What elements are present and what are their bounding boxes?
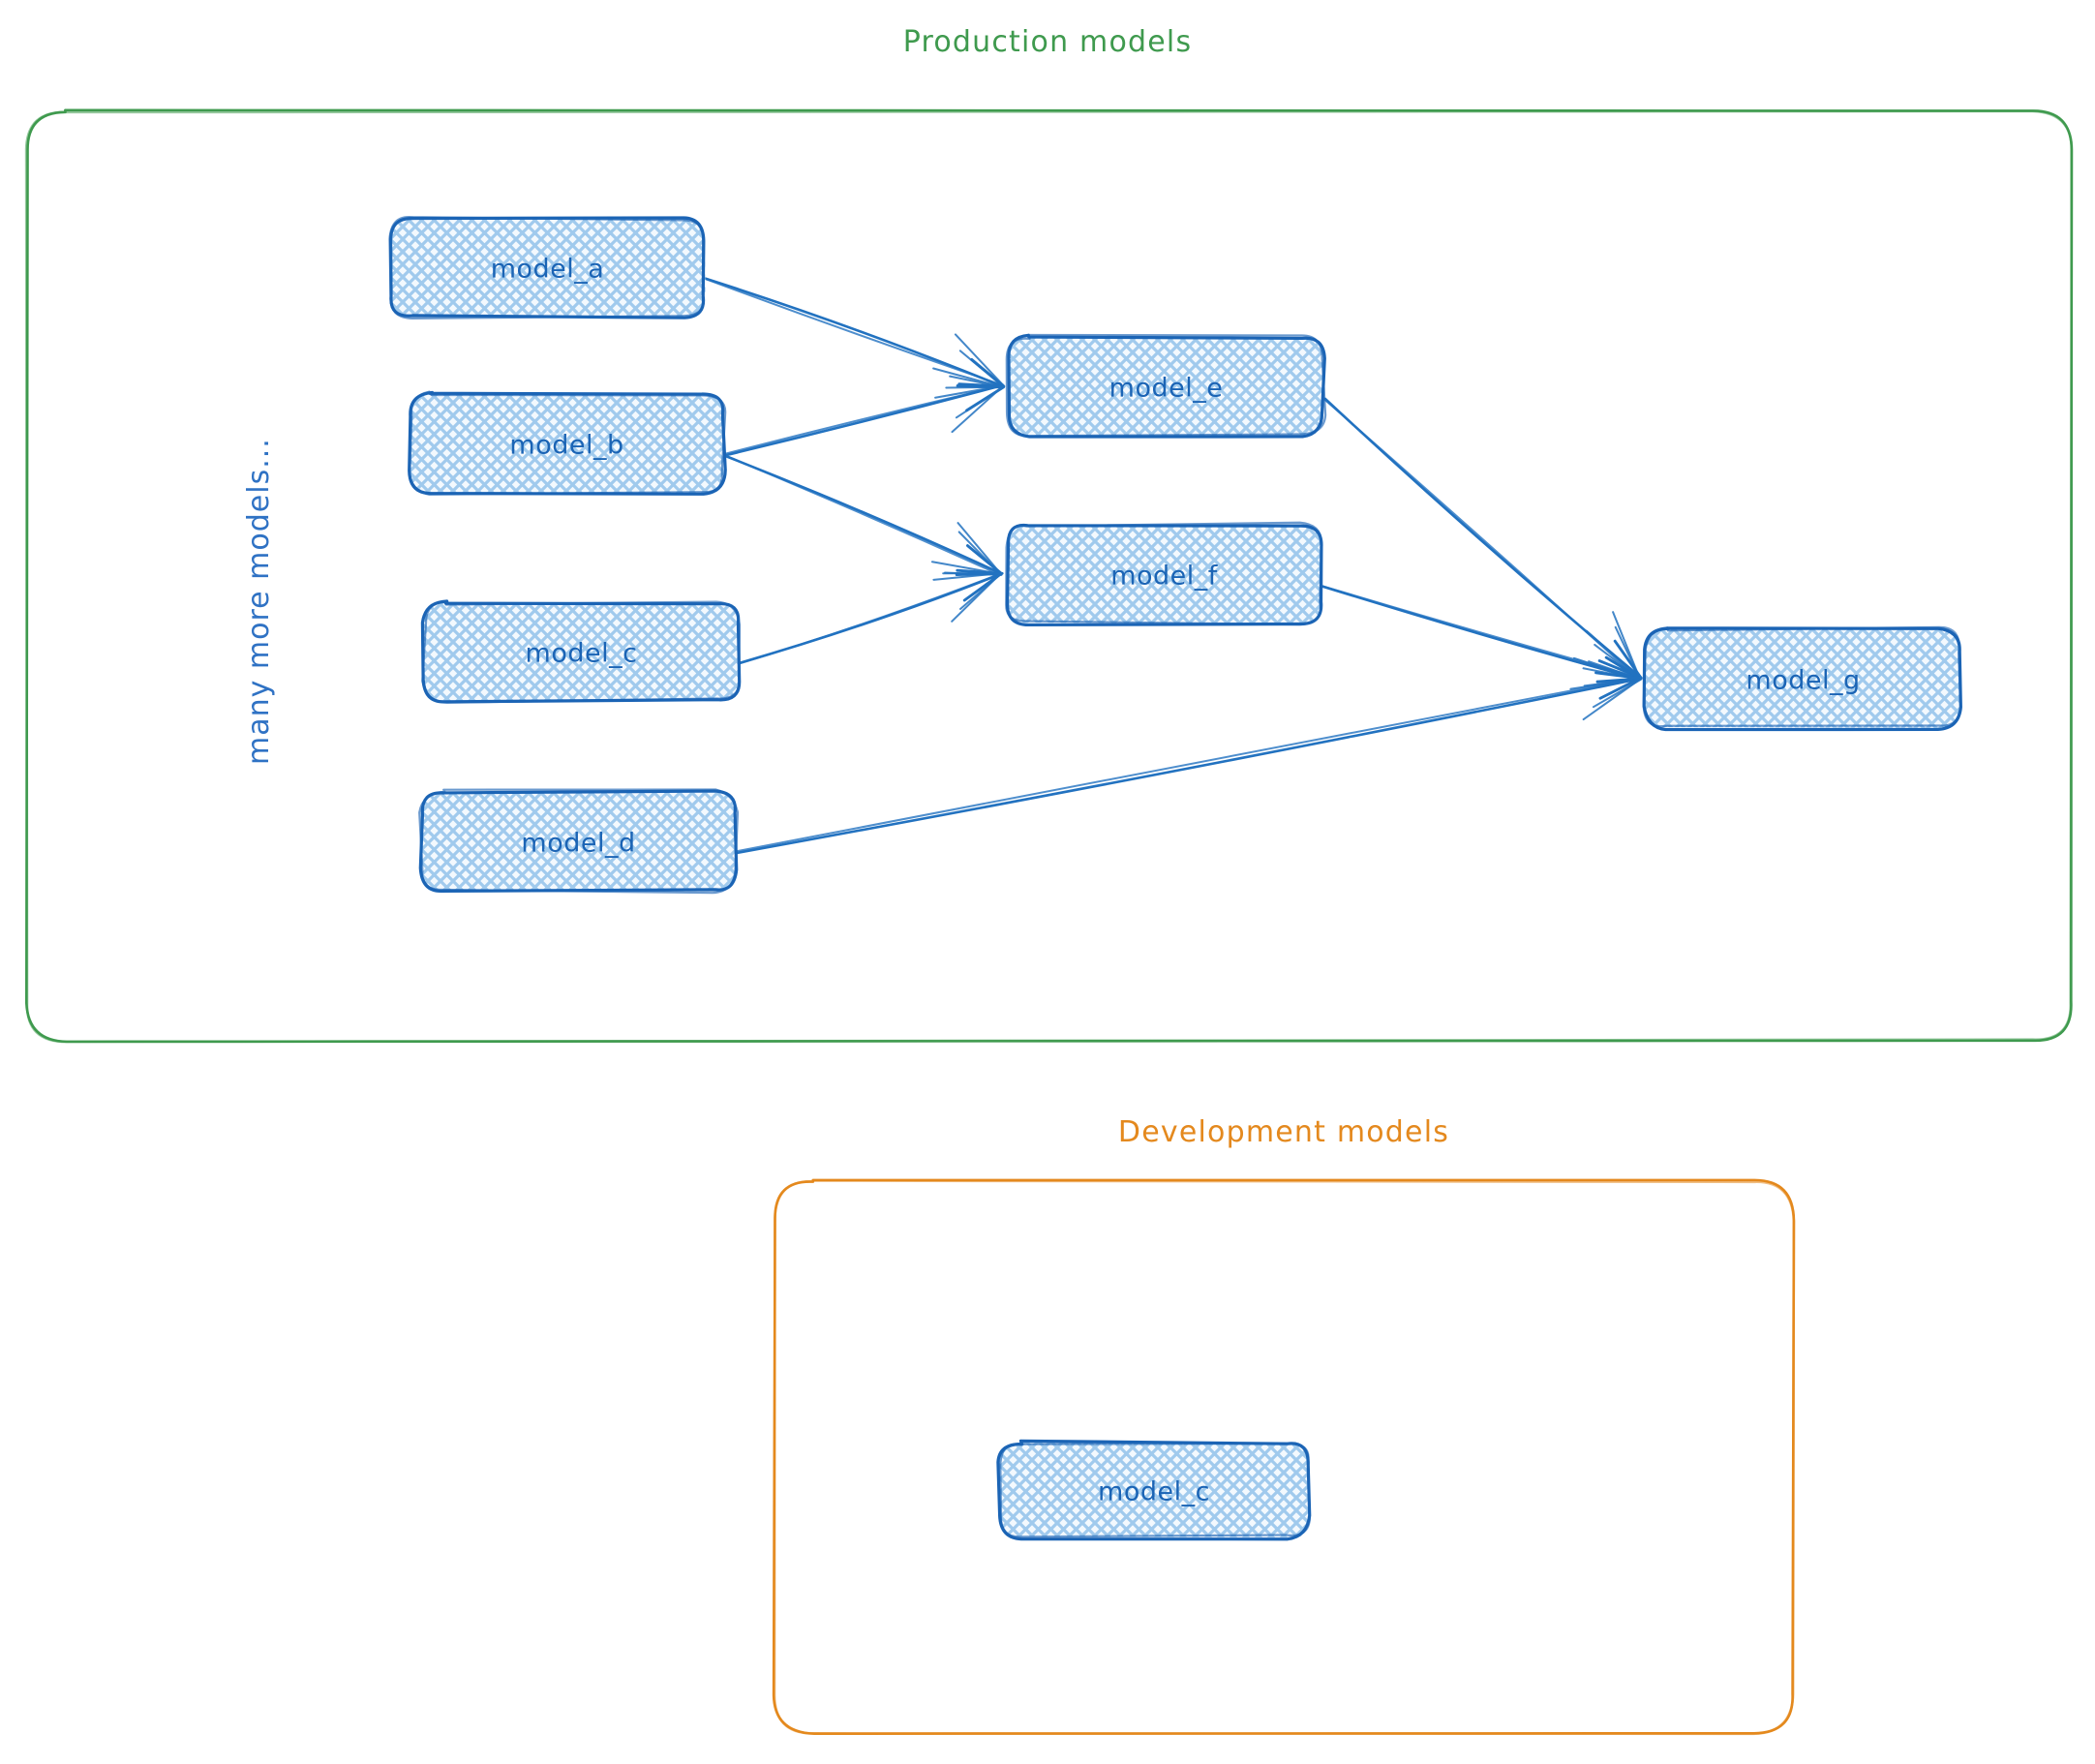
group-containers-layer	[24, 108, 2074, 1736]
node-model_g[interactable]	[1642, 625, 1962, 732]
node-dev_model_c[interactable]	[996, 1439, 1312, 1541]
node-model_a[interactable]	[388, 215, 706, 319]
nodes-layer	[388, 215, 1962, 1541]
edge-model_a-to-model_e	[704, 277, 1006, 399]
edge-model_b-to-model_e	[721, 367, 1005, 457]
development-group-label: Development models	[1117, 1115, 1450, 1149]
edge-model_b-to-model_f	[721, 453, 1003, 581]
node-model_f[interactable]	[1005, 521, 1323, 627]
node-model_b[interactable]	[408, 390, 727, 496]
many-more-models-annotation: many more models...	[242, 438, 276, 765]
node-model_d[interactable]	[418, 788, 740, 895]
node-model_e[interactable]	[1005, 333, 1327, 439]
node-model_c[interactable]	[420, 599, 742, 704]
edge-model_f-to-model_g	[1319, 584, 1643, 690]
group-container-production	[24, 108, 2074, 1044]
edge-model_d-to-model_g	[733, 656, 1643, 855]
edge-model_c-to-model_f	[736, 561, 1004, 666]
edges-layer	[704, 277, 1643, 855]
group-container-development	[772, 1178, 1796, 1736]
production-group-label: Production models	[902, 25, 1193, 59]
